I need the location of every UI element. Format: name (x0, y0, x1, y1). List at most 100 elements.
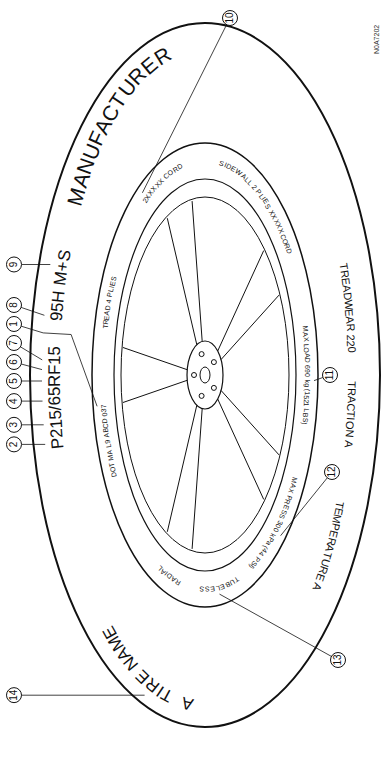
letter: C (344, 403, 357, 412)
letter: O (302, 347, 310, 353)
letter: B (301, 413, 309, 418)
rim-marking: DOT MA L9 ABCD 037 (96, 394, 131, 487)
letter (303, 377, 311, 379)
letter: 2 (302, 399, 310, 403)
leader-line (20, 347, 42, 360)
callout-circle (331, 653, 346, 668)
lug-nut (211, 385, 216, 390)
lug-nut (199, 393, 204, 398)
rim-marking: TUBELESS (189, 564, 246, 598)
letter: A (343, 316, 357, 324)
callout-number: 5 (8, 373, 20, 389)
letter: 1 (46, 418, 67, 429)
letter: ) (300, 422, 308, 425)
letter: T (344, 411, 357, 418)
letter: A (302, 353, 310, 358)
letter: k (303, 379, 311, 383)
sidewall-marking: P215/65RF15 (33, 322, 99, 473)
spoke (221, 390, 279, 455)
callout-number: 4 (8, 393, 20, 409)
letter: R (343, 324, 356, 333)
letter: 5 (302, 395, 310, 399)
leader-line (220, 594, 332, 656)
leader-line (142, 25, 226, 193)
letter: W (341, 299, 355, 311)
rim-edge (114, 179, 296, 571)
letter: A (301, 331, 309, 336)
letter: 6 (45, 395, 65, 405)
tire-outline (30, 23, 380, 727)
letter: 5 (45, 386, 65, 396)
letter: L (301, 409, 309, 414)
letter: E (210, 584, 216, 593)
letter: A (180, 692, 196, 714)
sidewall-marking: MANUFACTURER (46, 27, 208, 242)
spoke (221, 295, 279, 360)
letter: 1 (303, 391, 311, 395)
callout-number: 12 (326, 464, 338, 480)
callout-number: 3 (8, 417, 20, 433)
callout-number: 13 (332, 652, 344, 668)
letter: N (342, 430, 356, 439)
spoke (192, 409, 202, 549)
letter: A (103, 310, 112, 316)
lug-nut (192, 373, 197, 378)
letter (303, 362, 311, 364)
letter: R (45, 375, 65, 387)
letter: 0 (101, 412, 109, 417)
leader-line (281, 478, 328, 536)
letter: X (301, 336, 309, 341)
sidewall-marking: TIRE NAME (88, 596, 202, 716)
rim-marking: 2XXXXX CORD (137, 158, 195, 215)
leader-line (22, 264, 51, 265)
letter: B (102, 428, 111, 434)
spoke (167, 218, 197, 345)
rim-marking: RADIAL (151, 553, 193, 591)
letter: D (101, 417, 109, 423)
sidewall-marking: TREADWEAR 220 (317, 247, 365, 369)
spoke (167, 405, 197, 532)
letter: 9 (303, 369, 311, 373)
callout-number: 11 (324, 367, 336, 383)
rim-marking: MAX PRESS 300 kPa (44 PSI) (238, 465, 305, 574)
letter: P (48, 436, 69, 449)
letter: 1 (302, 403, 310, 407)
letter: M (300, 325, 309, 332)
letter: 0 (303, 373, 311, 377)
leader-line (21, 326, 97, 406)
callout-circle (323, 368, 338, 383)
spoke (218, 251, 264, 351)
spoke (123, 348, 187, 370)
letter: D (284, 248, 293, 255)
letter: S (200, 585, 205, 593)
letter: A (103, 433, 112, 439)
callout-number: 9 (8, 256, 20, 272)
letter: A (341, 440, 355, 449)
letter: 5 (45, 346, 65, 356)
letter: 7 (100, 404, 108, 408)
lug-nuts (192, 352, 217, 399)
callout-number: 7 (8, 335, 20, 351)
letter: O (343, 421, 357, 430)
letter: T (101, 324, 109, 329)
letter: 2 (344, 341, 357, 348)
letter: M (106, 454, 115, 461)
letter: H (49, 289, 70, 303)
letter: 3 (100, 408, 108, 413)
letter: 2 (344, 335, 357, 342)
letter: g (303, 383, 311, 387)
letter: E (102, 315, 111, 321)
letter: T (345, 381, 358, 388)
callout-circle (7, 417, 22, 432)
callout-circle (7, 688, 22, 703)
letter: C (102, 422, 111, 428)
leader-line (22, 424, 44, 425)
letter: F (45, 364, 65, 375)
rim-marking: MAX LOAD 690 kg (1521 LBS) (287, 315, 316, 434)
letter: S (205, 585, 210, 593)
callout-circle (7, 437, 22, 452)
lug-nut (199, 352, 204, 357)
letter: A (344, 395, 357, 403)
leader-line (21, 364, 42, 370)
